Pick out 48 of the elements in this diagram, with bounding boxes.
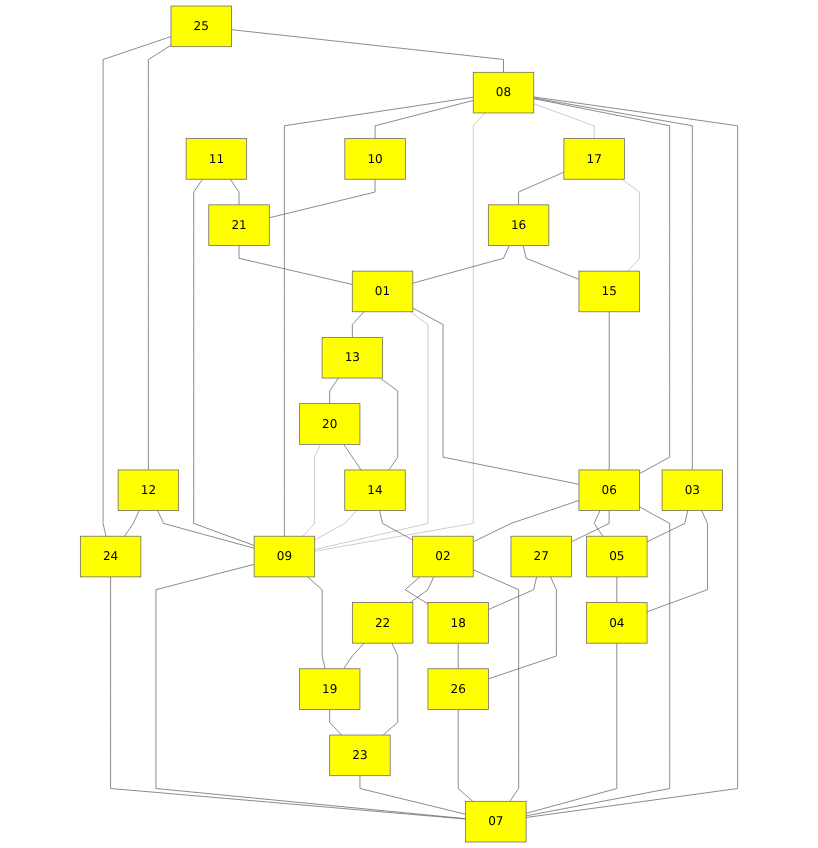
connector [472,500,580,543]
connector [525,506,671,817]
connector [307,576,326,670]
connector [110,576,466,820]
connector [302,443,321,537]
connector [238,245,353,285]
connector [284,96,474,537]
connector [621,178,640,272]
connector [571,510,610,543]
connector [616,576,618,603]
connector [472,569,519,802]
connector [379,510,414,541]
connector [314,510,357,541]
connector [268,178,376,219]
connector [124,510,140,537]
connector [646,510,689,543]
connector [229,178,240,206]
connector [343,642,365,670]
connector [379,377,399,471]
connector [102,36,172,537]
connector [457,642,459,670]
connector [412,245,510,284]
connector [533,103,595,139]
connector [231,29,504,73]
connector [410,576,435,603]
connector [382,642,399,736]
connector [522,245,580,280]
connector [314,311,429,550]
connector [457,709,474,802]
connector [525,96,739,818]
connector [412,307,580,485]
connector [193,178,255,546]
connector [329,377,339,405]
connector [359,775,466,815]
connector [525,642,618,814]
connector [157,510,255,549]
connector [351,311,365,338]
connector [155,563,466,820]
connector [148,44,172,471]
connector [488,576,557,680]
connector [343,443,362,471]
connector [608,311,610,471]
connector [329,709,342,736]
connector [314,112,486,552]
connector [488,576,537,610]
connector [374,100,474,139]
connector [518,171,565,206]
connector [646,510,708,613]
